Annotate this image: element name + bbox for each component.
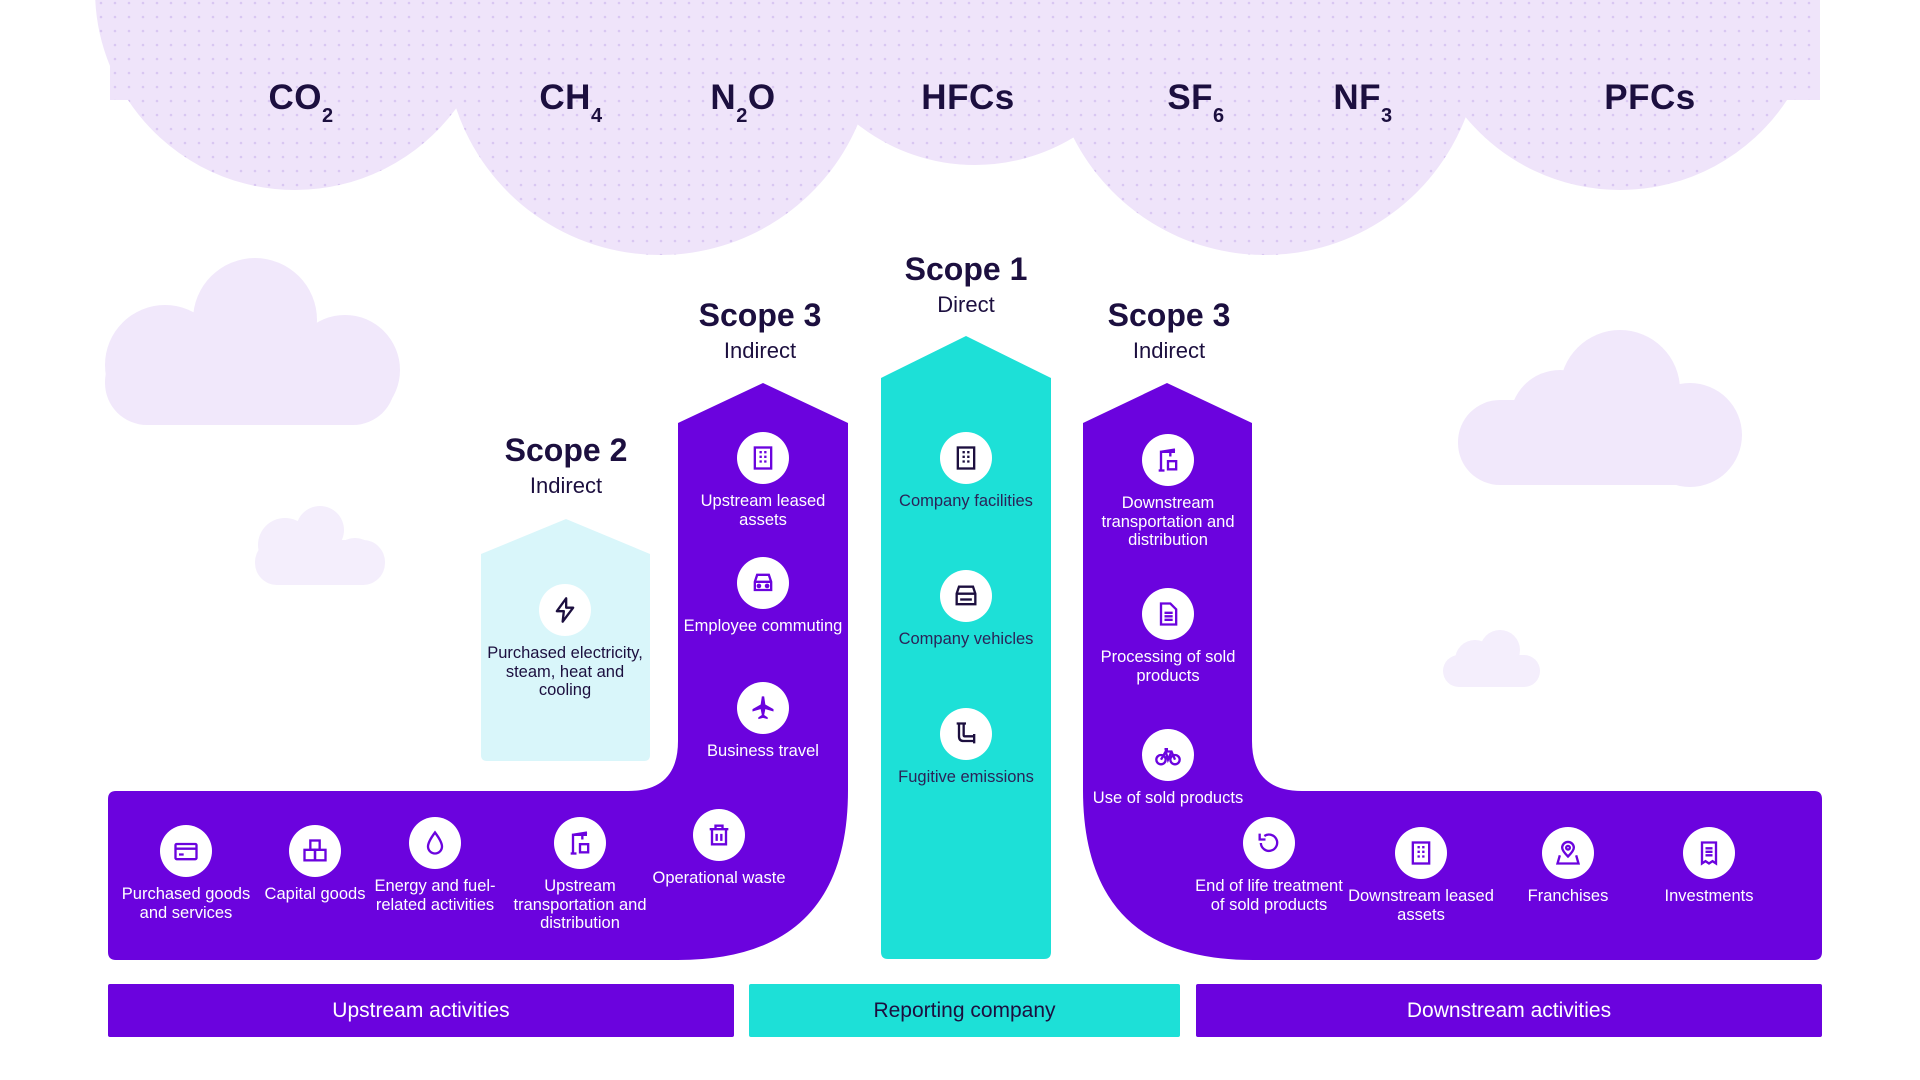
node-employee-commuting: Employee commuting (683, 557, 843, 636)
node-franchises: Franchises (1488, 827, 1648, 906)
scope-subtitle: Direct (937, 292, 995, 317)
node-investments: Investments (1629, 827, 1789, 906)
node-downstream-transportation: Downstream transportation and distributi… (1088, 434, 1248, 550)
node-operational-waste: Operational waste (639, 809, 799, 888)
scope-title: Scope 3 (1107, 297, 1231, 333)
node-upstream-transportation: Upstream transportation and distribution (500, 817, 660, 933)
gas-co2: CO2 (268, 78, 334, 127)
scope-2-heading: Scope 2 Indirect (436, 432, 696, 499)
gas-hfcs: HFCs (921, 78, 1015, 117)
scope-2-shape (481, 519, 650, 761)
node-company-facilities: Company facilities (886, 432, 1046, 511)
node-use-of-sold-products: Use of sold products (1088, 729, 1248, 808)
vehicle-icon (940, 570, 992, 622)
scope-1-shape (881, 336, 1051, 959)
node-label: Investments (1664, 887, 1754, 905)
node-end-of-life: End of life treatment of sold products (1189, 817, 1349, 914)
node-upstream-leased-assets: Upstream leased assets (683, 432, 843, 529)
scope-3-downstream-shape (1083, 383, 1822, 960)
downstream-activities-bar: Downstream activities (1196, 984, 1822, 1037)
node-label: End of life treatment of sold products (1195, 877, 1343, 914)
scope-3-upstream-heading: Scope 3 Indirect (630, 297, 890, 364)
node-label: Fugitive emissions (898, 768, 1034, 786)
map-pin-icon (1542, 827, 1594, 879)
trash-icon (693, 809, 745, 861)
car-icon (737, 557, 789, 609)
node-label: Processing of sold products (1100, 648, 1236, 685)
node-label: Company facilities (899, 492, 1033, 510)
decorative-cloud-right-large (1458, 330, 1742, 487)
scope-title: Scope 2 (504, 432, 628, 468)
node-label: Business travel (707, 742, 819, 760)
scope-subtitle: Indirect (1132, 338, 1206, 363)
pipe-icon (940, 708, 992, 760)
scope-1-heading: Scope 1 Direct (836, 251, 1096, 318)
node-label: Use of sold products (1092, 789, 1244, 807)
node-business-travel: Business travel (683, 682, 843, 761)
credit-card-icon (160, 825, 212, 877)
node-label: Franchises (1527, 887, 1609, 905)
scope-3-upstream-shape (108, 383, 848, 960)
node-label: Operational waste (652, 869, 786, 887)
node-label: Downstream transportation and distributi… (1101, 494, 1235, 549)
node-label: Employee commuting (683, 617, 843, 635)
node-label: Company vehicles (898, 630, 1034, 648)
building-icon (737, 432, 789, 484)
decorative-cloud-left-small (255, 506, 385, 585)
node-downstream-leased-assets: Downstream leased assets (1341, 827, 1501, 924)
crane-icon (1142, 434, 1194, 486)
decorative-cloud-left-large (105, 258, 400, 425)
lightning-icon (539, 584, 591, 636)
node-label: Energy and fuel-related activities (374, 877, 496, 914)
upstream-activities-bar: Upstream activities (108, 984, 734, 1037)
crane-icon (554, 817, 606, 869)
node-capital-goods: Capital goods (235, 825, 395, 904)
scope-subtitle: Indirect (529, 473, 603, 498)
node-label: Capital goods (264, 885, 366, 903)
node-label: Upstream leased assets (700, 492, 826, 529)
node-company-vehicles: Company vehicles (886, 570, 1046, 649)
scope-title: Scope 1 (904, 251, 1028, 287)
building-icon (940, 432, 992, 484)
scope-subtitle: Indirect (723, 338, 797, 363)
scope-title: Scope 3 (698, 297, 822, 333)
gas-pfcs: PFCs (1604, 78, 1696, 117)
gas-nf3: NF3 (1333, 78, 1393, 127)
node-label: Downstream leased assets (1348, 887, 1494, 924)
node-label: Purchased goods and services (121, 885, 251, 922)
node-fugitive-emissions: Fugitive emissions (886, 708, 1046, 787)
building-icon (1395, 827, 1447, 879)
reporting-company-bar: Reporting company (749, 984, 1180, 1037)
node-purchased-electricity: Purchased electricity, steam, heat and c… (485, 584, 645, 700)
node-processing-of-sold-products: Processing of sold products (1088, 588, 1248, 685)
document-icon (1142, 588, 1194, 640)
boxes-icon (289, 825, 341, 877)
bicycle-icon (1142, 729, 1194, 781)
scope-3-downstream-heading: Scope 3 Indirect (1039, 297, 1299, 364)
receipt-icon (1683, 827, 1735, 879)
node-purchased-goods: Purchased goods and services (106, 825, 266, 922)
node-label: Purchased electricity, steam, heat and c… (487, 644, 643, 699)
gas-n2o: N2O (710, 78, 776, 127)
airplane-icon (737, 682, 789, 734)
gas-sf6: SF6 (1167, 78, 1225, 127)
node-label: Upstream transportation and distribution (513, 877, 647, 932)
recycle-icon (1243, 817, 1295, 869)
drop-icon (409, 817, 461, 869)
node-energy-fuel: Energy and fuel-related activities (355, 817, 515, 914)
decorative-cloud-right-small (1443, 630, 1540, 687)
gas-ch4: CH4 (539, 78, 603, 127)
